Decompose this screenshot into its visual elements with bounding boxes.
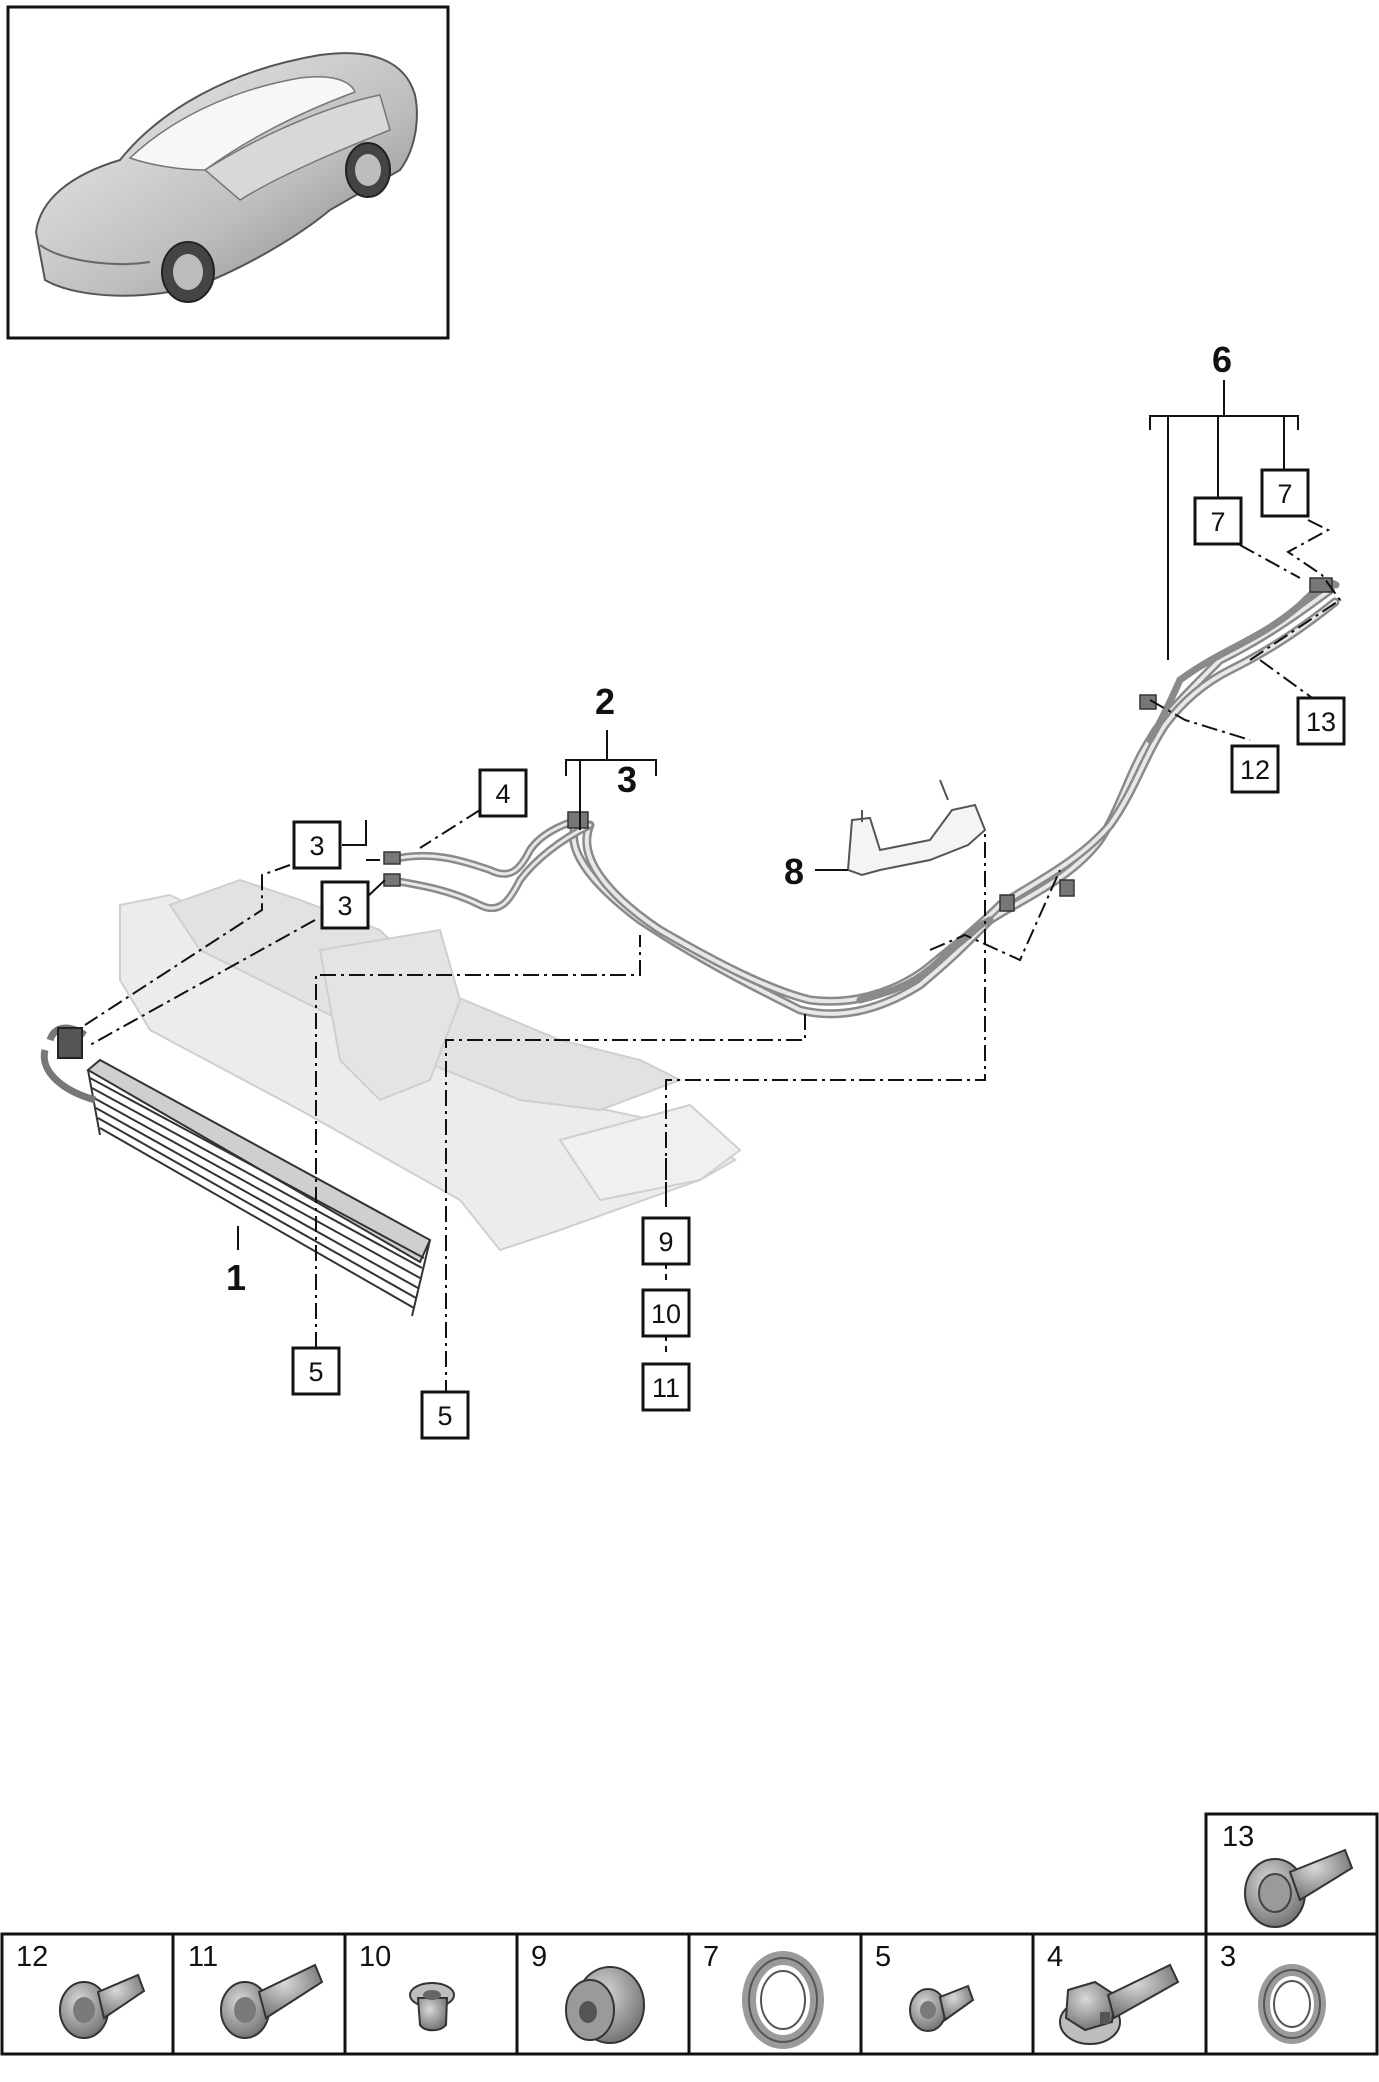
front-crossmember bbox=[119, 878, 742, 1252]
callout-7a-label: 7 bbox=[1210, 507, 1225, 537]
dash-dot-lines bbox=[84, 519, 1342, 1396]
callout-12: 12 bbox=[1230, 744, 1280, 794]
callout-3a: 3 bbox=[292, 820, 342, 870]
table-cell-12-label: 12 bbox=[16, 1941, 48, 1973]
part-label-3: 3 bbox=[617, 759, 637, 800]
part-label-2: 2 bbox=[595, 681, 615, 722]
line-fittings bbox=[383, 577, 1333, 912]
callout-4: 4 bbox=[478, 768, 528, 818]
callout-7b-label: 7 bbox=[1277, 479, 1292, 509]
table-cell-7-label: 7 bbox=[703, 1941, 719, 1973]
callout-5a: 5 bbox=[291, 1346, 341, 1396]
bushing-9-icon bbox=[565, 1966, 645, 2044]
callout-13: 13 bbox=[1296, 696, 1346, 746]
callout-3b: 3 bbox=[320, 880, 370, 930]
bolt-11-icon bbox=[220, 1963, 324, 2039]
callout-7a: 7 bbox=[1193, 496, 1243, 546]
leader-lines bbox=[237, 380, 1299, 1352]
car-illustration bbox=[34, 52, 418, 303]
bolt-5-icon bbox=[909, 1984, 975, 2032]
callout-4-label: 4 bbox=[495, 779, 510, 809]
table-cell-10-label: 10 bbox=[359, 1941, 391, 1973]
grommet-10-icon bbox=[409, 1982, 455, 2032]
table-cell-13-label: 13 bbox=[1222, 1821, 1254, 1853]
seal-ring-3-icon bbox=[1258, 1964, 1326, 2044]
table-cell-9-label: 9 bbox=[531, 1941, 547, 1973]
parts-table: 13 12 11 10 9 7 5 4 3 bbox=[0, 1812, 1379, 2056]
callout-11: 11 bbox=[641, 1362, 691, 1412]
table-cell-11-label: 11 bbox=[188, 1941, 218, 1973]
bolt-13-icon bbox=[1244, 1848, 1354, 1928]
part-label-8: 8 bbox=[784, 851, 804, 892]
table-cell-4-label: 4 bbox=[1047, 1941, 1063, 1973]
callout-9: 9 bbox=[641, 1216, 691, 1266]
callout-5a-label: 5 bbox=[308, 1357, 323, 1387]
bracket bbox=[846, 779, 987, 877]
part-label-6: 6 bbox=[1212, 339, 1232, 380]
callout-10-label: 10 bbox=[651, 1299, 681, 1329]
callout-3a-label: 3 bbox=[309, 831, 324, 861]
table-cell-5-label: 5 bbox=[875, 1941, 891, 1973]
bolt-4-icon bbox=[1059, 1963, 1180, 2045]
vehicle-thumbnail bbox=[6, 5, 450, 340]
bolt-12-icon bbox=[59, 1973, 146, 2039]
callout-5b-label: 5 bbox=[437, 1401, 452, 1431]
callout-12-label: 12 bbox=[1240, 755, 1270, 785]
callout-5b: 5 bbox=[420, 1390, 470, 1440]
part-label-1: 1 bbox=[226, 1257, 246, 1298]
callout-13-label: 13 bbox=[1306, 707, 1336, 737]
callout-11-label: 11 bbox=[652, 1373, 680, 1403]
callout-9-label: 9 bbox=[658, 1227, 673, 1257]
table-cell-3-label: 3 bbox=[1220, 1941, 1236, 1973]
oil-lines bbox=[386, 579, 1340, 1019]
oil-cooler bbox=[40, 1024, 432, 1317]
callout-7b: 7 bbox=[1260, 468, 1310, 518]
seal-ring-7-icon bbox=[742, 1951, 824, 2049]
callout-3b-label: 3 bbox=[337, 891, 352, 921]
callout-10: 10 bbox=[641, 1288, 691, 1338]
